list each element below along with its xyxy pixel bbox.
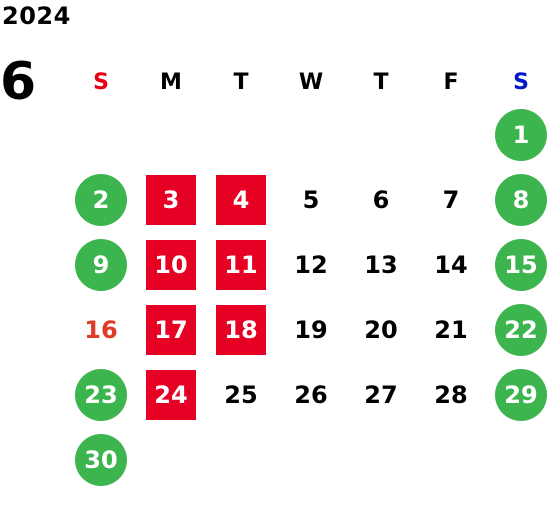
day-number: 16 [84,315,118,344]
day-cell-4[interactable]: 4 [206,167,276,232]
day-number: 27 [364,380,398,409]
day-cell-14[interactable]: 14 [416,232,486,297]
day-number: 21 [434,315,468,344]
day-circle-marker: 1 [495,108,547,161]
day-cell-22[interactable]: 22 [486,297,548,362]
day-number: 9 [92,250,110,279]
day-number: 26 [294,380,328,409]
day-cell-24[interactable]: 24 [136,362,206,427]
day-number: 24 [154,380,188,409]
day-number: 30 [84,445,118,474]
day-number: 4 [232,185,250,214]
day-cell-6[interactable]: 6 [346,167,416,232]
day-number: 12 [294,250,328,279]
day-number: 11 [224,250,258,279]
weekday-header-monday: M [160,69,182,95]
day-number: 10 [154,250,188,279]
day-cell-8[interactable]: 8 [486,167,548,232]
day-cell-18[interactable]: 18 [206,297,276,362]
weekday-header-saturday: S [513,69,529,95]
day-number: 14 [434,250,468,279]
day-number: 8 [512,185,530,214]
day-number: 2 [92,185,110,214]
day-cell-9[interactable]: 9 [66,232,136,297]
day-cell-28[interactable]: 28 [416,362,486,427]
day-number: 29 [504,380,538,409]
day-circle-marker: 2 [75,173,127,226]
day-circle-marker: 8 [495,173,547,226]
day-cell-21[interactable]: 21 [416,297,486,362]
day-cell-29[interactable]: 29 [486,362,548,427]
day-number: 25 [224,380,258,409]
empty-cell [416,102,486,167]
day-cell-27[interactable]: 27 [346,362,416,427]
day-cell-26[interactable]: 26 [276,362,346,427]
day-cell-25[interactable]: 25 [206,362,276,427]
day-number: 20 [364,315,398,344]
calendar-month: 6 [0,52,37,112]
day-cell-19[interactable]: 19 [276,297,346,362]
weekday-header-wednesday: W [298,69,324,95]
day-circle-marker: 9 [75,238,127,291]
day-number: 7 [442,185,460,214]
day-cell-13[interactable]: 13 [346,232,416,297]
day-circle-marker: 22 [495,303,547,356]
empty-cell [66,102,136,167]
day-square-marker: 17 [146,304,196,355]
day-number: 1 [512,120,530,149]
day-circle-marker: 15 [495,238,547,291]
day-number: 6 [372,185,390,214]
day-cell-16[interactable]: 16 [66,297,136,362]
day-cell-3[interactable]: 3 [136,167,206,232]
day-cell-15[interactable]: 15 [486,232,548,297]
day-number: 28 [434,380,468,409]
day-cell-17[interactable]: 17 [136,297,206,362]
empty-cell [346,102,416,167]
weekday-header-sunday: S [93,69,109,95]
day-number: 3 [162,185,180,214]
weekday-header-friday: F [443,69,459,95]
day-cell-23[interactable]: 23 [66,362,136,427]
day-cell-5[interactable]: 5 [276,167,346,232]
day-number: 23 [84,380,118,409]
day-number: 18 [224,315,258,344]
day-circle-marker: 30 [75,433,127,486]
day-square-marker: 18 [216,304,266,355]
day-cell-1[interactable]: 1 [486,102,548,167]
day-square-marker: 11 [216,239,266,290]
day-square-marker: 24 [146,369,196,420]
day-number: 17 [154,315,188,344]
day-cell-30[interactable]: 30 [66,427,136,492]
weekday-header-thursday: T [373,69,389,95]
day-square-marker: 3 [146,174,196,225]
day-circle-marker: 23 [75,368,127,421]
day-cell-7[interactable]: 7 [416,167,486,232]
day-number: 5 [302,185,320,214]
day-square-marker: 10 [146,239,196,290]
day-cell-20[interactable]: 20 [346,297,416,362]
day-square-marker: 4 [216,174,266,225]
day-number: 15 [504,250,538,279]
day-circle-marker: 29 [495,368,547,421]
day-cell-11[interactable]: 11 [206,232,276,297]
calendar-year: 2024 [2,2,71,30]
day-cell-10[interactable]: 10 [136,232,206,297]
weekday-header-tuesday: T [233,69,249,95]
empty-cell [136,102,206,167]
empty-cell [276,102,346,167]
day-number: 19 [294,315,328,344]
day-number: 22 [504,315,538,344]
empty-cell [206,102,276,167]
day-cell-2[interactable]: 2 [66,167,136,232]
day-cell-12[interactable]: 12 [276,232,346,297]
day-number: 13 [364,250,398,279]
